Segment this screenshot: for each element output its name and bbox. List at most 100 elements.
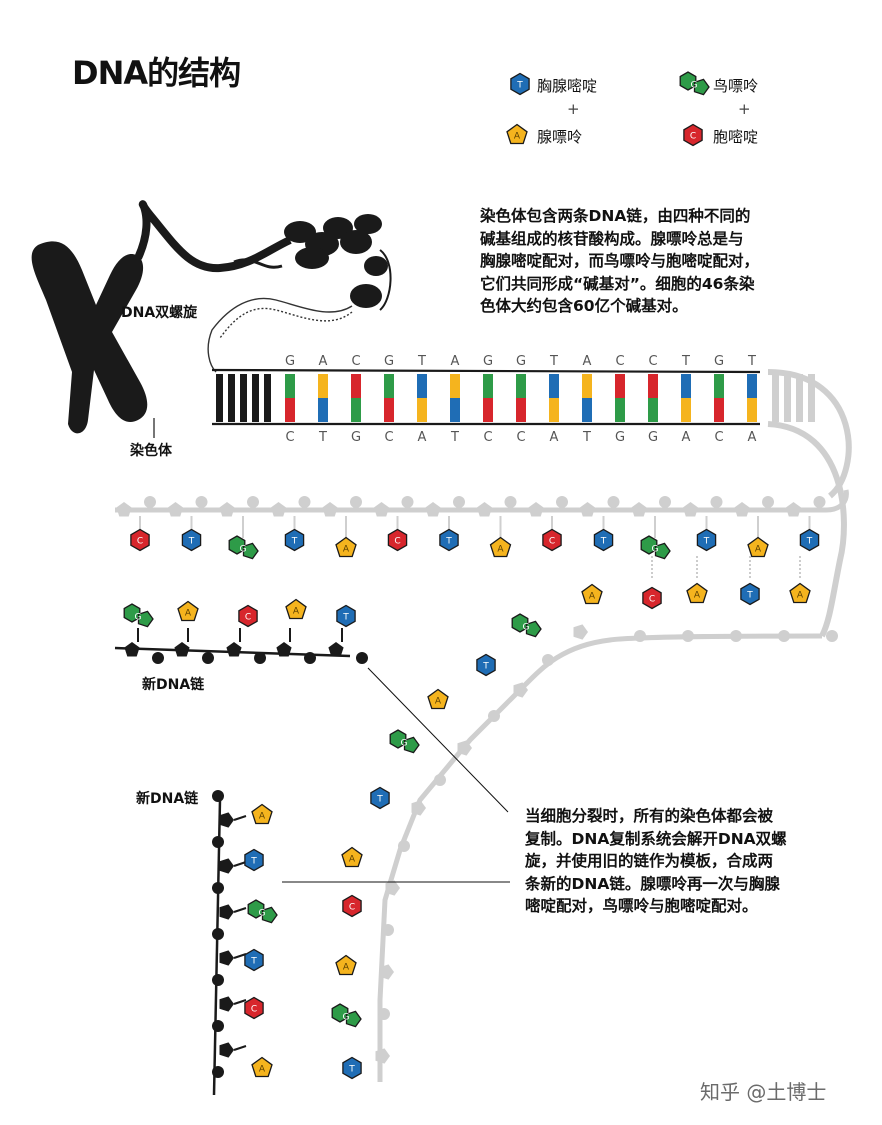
new-sugar [219,812,234,828]
new-linker [233,861,247,867]
pentagon [242,542,259,560]
new-phosphate [212,836,224,848]
ladder-rung-top [714,374,724,398]
new-sugar [219,858,234,874]
template-phosphate [298,496,311,508]
base-letter: G [135,613,142,623]
ladder-rung-top [681,374,691,398]
description-top-line: 碱基组成的核苷酸构成。腺嘌呤总是与 [480,229,744,248]
ladder-rung-bottom [615,398,625,422]
base-letter: A [259,812,266,822]
pentagon [427,688,449,710]
description-bottom-line: 当细胞分裂时，所有的染色体都会被 [525,807,774,825]
paired-adenine-lead-base-icon: A [581,583,603,605]
template-phosphate [659,496,671,508]
ladder-top-letter: A [319,354,328,369]
template-thymine-base-icon: T [181,528,202,552]
hexagon [387,528,408,552]
diagonal-guanine-base-icon: G [389,729,420,754]
template-phosphate [813,496,826,508]
new-phosphate [202,652,214,664]
legend-thymine-base-icon: T [510,72,530,96]
ladder-rung-top [747,374,757,398]
ladder-top-letter: T [681,354,690,369]
ladder-top-letter: T [549,354,558,369]
template-sugar [785,502,802,517]
new2-adenine-base-icon: A [251,1056,273,1078]
ladder-top-letter: A [451,354,460,369]
ladder-top-rail [211,368,761,374]
template-sugar [631,502,647,517]
template-cytosine-base-icon: C [130,528,150,552]
ladder-rung-top [549,374,559,398]
template-thymine-base-icon: T [593,528,614,552]
new-phosphate [212,790,224,802]
base-letter: A [589,592,596,602]
hexagon [342,1056,362,1080]
ladder-rung-bottom [549,398,559,422]
pentagon [489,536,512,558]
new-phosphate [304,652,316,664]
base-letter: T [806,537,813,547]
hexagon [130,528,150,552]
ladder-bottom-letter: C [285,430,294,445]
diagonal-adenine-base-icon: A [335,954,357,976]
ladder-rung-bottom [483,398,493,422]
new-sugar [219,904,234,920]
old-sugar [457,740,472,756]
base-letter: T [703,537,710,547]
ladder-rung-bottom [450,398,460,422]
ladder-top-letter: C [351,354,360,369]
pentagon [285,598,307,620]
base-letter: A [185,609,192,619]
new-strand-label-1: 新DNA链 [142,677,205,693]
new-phosphate [212,974,224,986]
ladder-rung-bottom [384,398,394,422]
pentagon [506,123,528,145]
paired-adenine-base-icon: A [686,582,708,604]
ladder-bottom-letter: C [516,430,525,445]
paired-adenine-base-icon: A [789,582,811,604]
template-sugar [322,502,338,517]
ladder-bottom-letter: C [384,430,393,445]
new-sugar [226,642,242,657]
new1-adenine-base-icon: A [285,598,307,620]
new-phosphate [212,1066,224,1078]
hexagon [683,123,703,147]
ladder-grey-rung [784,374,791,422]
legend-cytosine-label: 胞嘧啶 [713,128,759,146]
legend-plus-1: + [567,100,580,118]
new-strand-label-2: 新DNA链 [136,791,199,807]
base-letter: T [250,857,257,867]
description-top-line: 色体大约包含60亿个碱基对。 [480,297,688,315]
base-letter: A [293,607,300,617]
new-phosphate [212,928,224,940]
hexagon [542,528,562,552]
description-top-line: 它们共同形成“碱基对”。细胞的46条染 [480,274,755,293]
pentagon [686,582,708,604]
new-phosphate [212,882,224,894]
page-title: DNA的结构 [72,54,241,92]
description-top: 染色体包含两条DNA链，由四种不同的 碱基组成的核苷酸构成。腺嘌呤总是与 胸腺嘧… [480,205,759,318]
pentagon [581,583,603,605]
callout-line-diagonal [367,667,509,813]
base-letter: T [348,1065,355,1075]
template-phosphate [350,496,362,508]
hexagon [740,582,760,606]
base-letter: G [240,545,247,555]
ladder-dark-rung [228,374,235,422]
base-letter: G [343,1013,350,1023]
old-sugar [513,682,528,698]
base-letter: C [649,595,655,605]
diagonal-guanine-base-icon: G [331,1003,362,1028]
template-adenine-base-icon: A [747,536,769,558]
base-letter: T [376,795,383,805]
base-letter: A [343,963,350,973]
ladder-top-letter: T [747,354,756,369]
ladder-bottom-letter: A [682,430,691,445]
ladder-bottom-letter: T [318,430,327,445]
old-sugar [379,964,394,980]
base-letter: A [349,855,356,865]
